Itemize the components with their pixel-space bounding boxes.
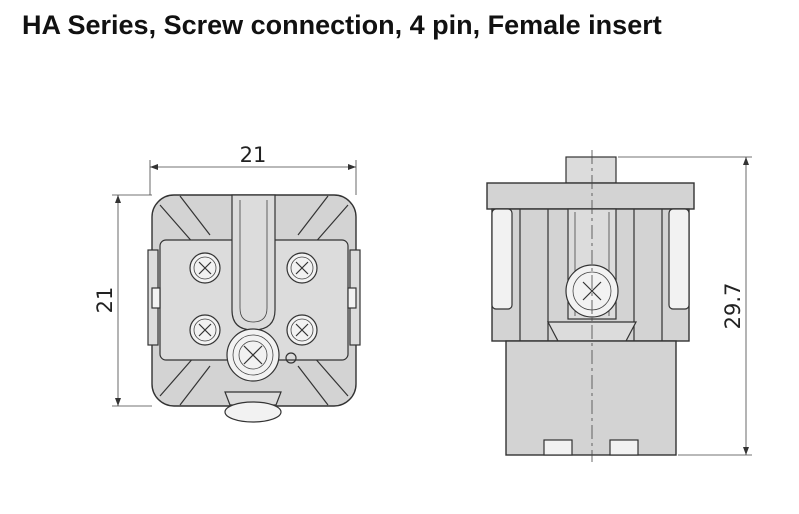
contact-screw-1 [189,252,221,284]
side-pin-left [543,439,573,456]
side-left-tab [491,208,513,310]
contact-screw-3 [189,314,221,346]
bottom-clip [224,391,282,406]
front-width-label: 21 [240,143,267,167]
contact-screw-4 [286,314,318,346]
side-upper-body [486,182,695,210]
front-height-label: 21 [93,287,117,314]
side-right-tab [668,208,690,310]
contact-screw-2 [286,252,318,284]
side-top-boss [565,156,617,184]
side-view: 29.7 [486,150,752,462]
bottom-clip-foot [224,401,282,423]
front-width-dimension: 21 [149,143,357,195]
front-height-dimension: 21 [93,194,152,407]
side-height-label: 29.7 [721,283,745,330]
ground-symbol-icon [285,352,297,364]
right-latch-notch [347,287,357,309]
side-lower-body [505,340,677,456]
center-slot [231,194,276,331]
side-pin-right [609,439,639,456]
ground-screw [226,328,280,382]
left-latch-notch [151,287,161,309]
front-view: 21 21 [93,143,361,423]
side-height-dimension: 29.7 [618,156,752,456]
page-title: HA Series, Screw connection, 4 pin, Fema… [22,10,662,40]
